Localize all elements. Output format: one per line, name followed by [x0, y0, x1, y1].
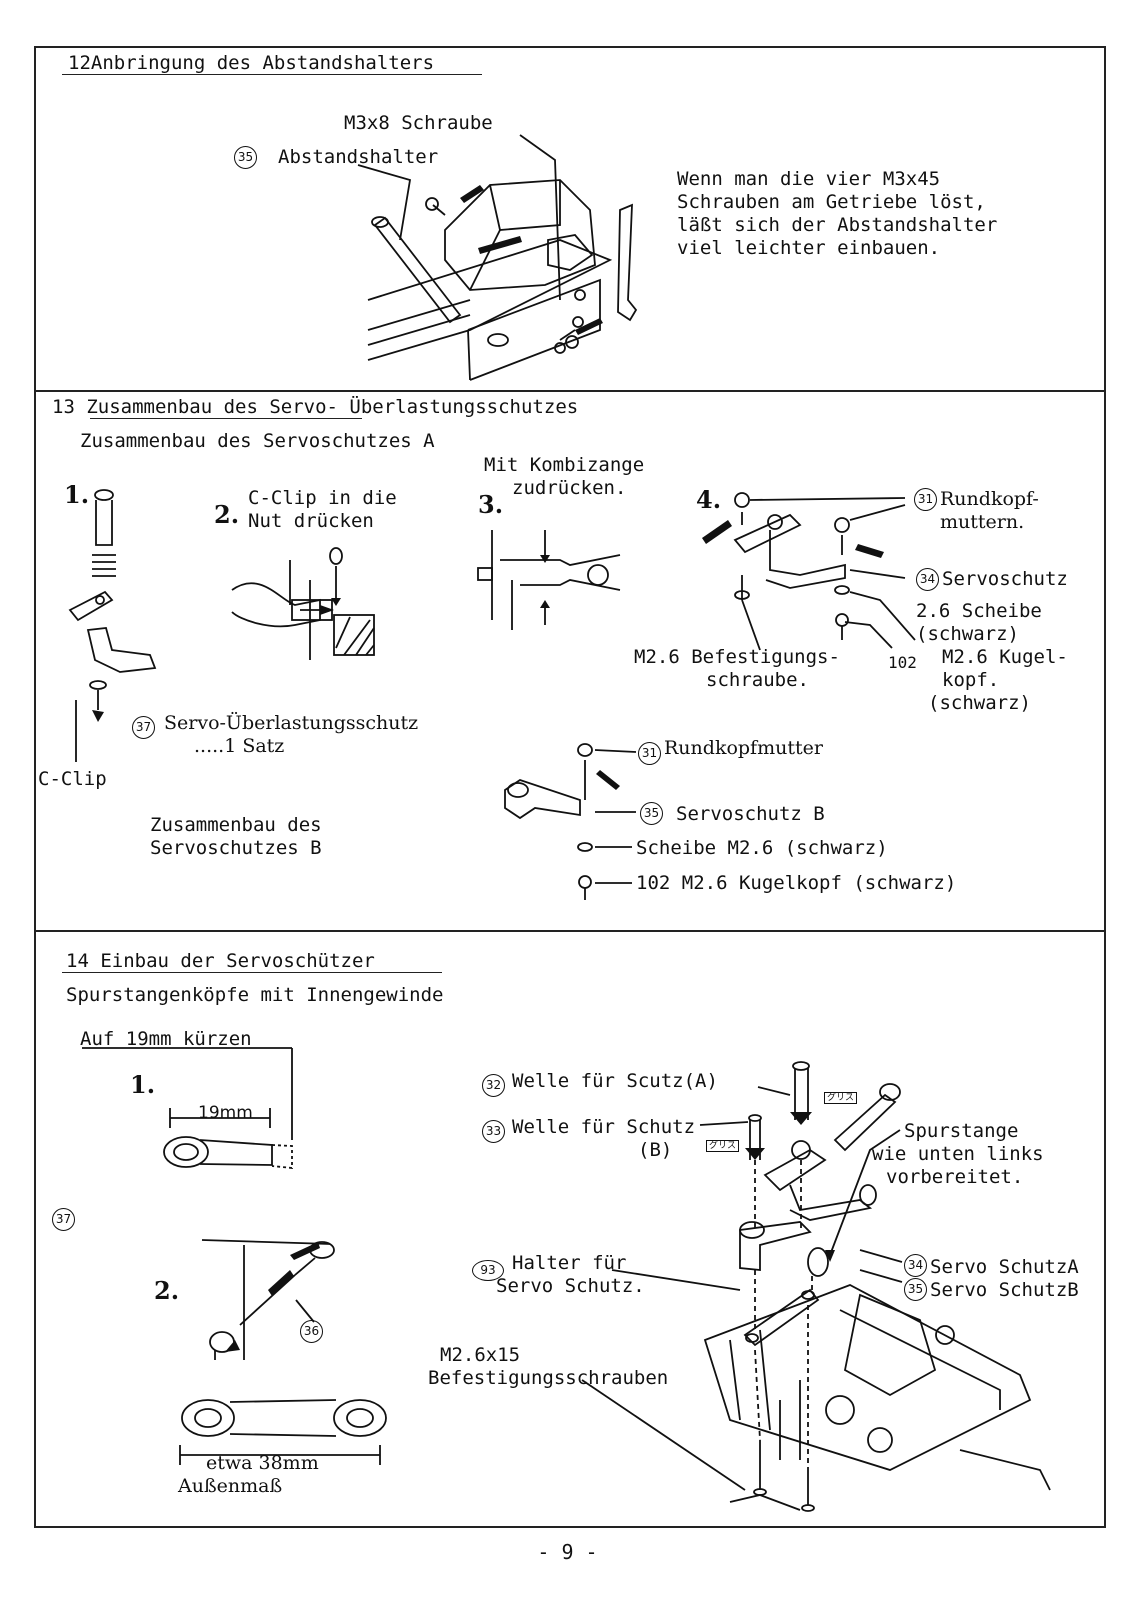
- s12-note-line: läßt sich der Abstandshalter: [677, 214, 998, 236]
- s14-tierod-label: wie unten links: [872, 1143, 1044, 1165]
- s14-shaft-a-number: 32: [482, 1074, 505, 1097]
- s13-nut-number: 31: [914, 488, 937, 511]
- s14-step-2: 2.: [154, 1276, 180, 1305]
- s13-servo-label: Servoschutz: [942, 568, 1068, 590]
- s14-holder-label: Servo Schutz.: [496, 1275, 645, 1297]
- s13-step2-text: Nut drücken: [248, 510, 374, 532]
- s14-shaft-b-number: 33: [482, 1120, 505, 1143]
- s12-note-line: Wenn man die vier M3x45: [677, 168, 941, 190]
- s13-ball-label: (schwarz): [928, 692, 1031, 714]
- s13-b-nut-number: 31: [638, 742, 661, 765]
- s14-shaft-b-label: (B): [638, 1139, 673, 1161]
- divider-12-13: [34, 390, 1106, 392]
- s14-part-37: 37: [52, 1208, 75, 1231]
- s14-part-36: 36: [300, 1320, 323, 1343]
- s13-ball-label: M2.6 Kugel-: [942, 646, 1068, 668]
- s12-spacer-label: Abstandshalter: [278, 146, 439, 168]
- s14-tierod-label: vorbereitet.: [886, 1166, 1024, 1188]
- s13-subtitle-b: Zusammenbau des: [150, 814, 322, 836]
- s14-step-1: 1.: [130, 1070, 156, 1099]
- s14-holder-number: 93: [472, 1260, 504, 1281]
- s13-b-ball-label: 102 M2.6 Kugelkopf (schwarz): [636, 872, 957, 894]
- s13-b-servo-label: Servoschutz B: [676, 803, 825, 825]
- s13-overload-label: Servo-Überlastungsschutz: [164, 712, 419, 734]
- s14-shaft-a-label: Welle für Scutz(A): [512, 1070, 718, 1092]
- s14-holder-label: Halter für: [512, 1252, 627, 1274]
- s14-screws-label: M2.6x15: [440, 1344, 521, 1366]
- s13-subtitle-b: Servoschutzes B: [150, 837, 322, 859]
- s13-screw-label: M2.6 Befestigungs-: [634, 646, 840, 668]
- s13-screw-label: schraube.: [706, 669, 809, 691]
- s13-step2-text: C-Clip in die: [248, 487, 397, 509]
- s14-dim-38: Außenmaß: [178, 1475, 283, 1497]
- s14-dim-38: etwa 38mm: [206, 1452, 319, 1474]
- section-12-title: 12Anbringung des Abstandshalters: [68, 52, 435, 74]
- s13-step3-text: Mit Kombizange: [484, 454, 645, 476]
- divider-13-14: [34, 930, 1106, 932]
- s14-servo-b-number: 35: [904, 1278, 927, 1301]
- section-13-title: 13 Zusammenbau des Servo- Überlastungssc…: [52, 396, 579, 418]
- s12-note-line: Schrauben am Getriebe löst,: [677, 191, 986, 213]
- s13-ball-number: 102: [888, 653, 917, 672]
- s13-nut-label: muttern.: [940, 511, 1025, 533]
- s14-dim-19: 19mm: [198, 1103, 253, 1123]
- s14-cut-label: Auf 19mm kürzen: [80, 1028, 252, 1050]
- s13-step-3: 3.: [478, 490, 504, 519]
- s13-b-washer-label: Scheibe M2.6 (schwarz): [636, 837, 888, 859]
- section-14-underline: [62, 972, 442, 973]
- section-14-title: 14 Einbau der Servoschützer: [66, 950, 375, 972]
- s14-servo-a-label: Servo SchutzA: [930, 1256, 1079, 1278]
- s13-step-4: 4.: [696, 485, 722, 514]
- s14-screws-label: Befestigungsschrauben: [428, 1367, 669, 1389]
- s12-note-line: viel leichter einbauen.: [677, 237, 941, 259]
- s13-overload-label: .....1 Satz: [194, 735, 285, 757]
- section-12-underline: [62, 74, 482, 75]
- s13-b-servo-number: 35: [640, 802, 663, 825]
- s14-servo-a-number: 34: [904, 1254, 927, 1277]
- s13-overload-number: 37: [132, 716, 155, 739]
- s14-subtitle: Spurstangenköpfe mit Innengewinde: [66, 984, 444, 1006]
- s14-servo-b-label: Servo SchutzB: [930, 1279, 1079, 1301]
- s14-grease-tag-b: グリス: [706, 1140, 740, 1152]
- s13-nut-label: Rundkopf-: [940, 488, 1039, 510]
- s14-grease-tag-a: グリス: [824, 1092, 858, 1104]
- section-13-underline: [90, 418, 362, 419]
- s13-servo-number: 34: [916, 568, 939, 591]
- s13-step3-text: zudrücken.: [512, 477, 627, 499]
- s13-ball-label: kopf.: [942, 669, 1000, 691]
- s13-step-2: 2.: [214, 500, 240, 529]
- page-frame: [34, 46, 1106, 1528]
- s12-screw-label: M3x8 Schraube: [344, 112, 493, 134]
- s13-washer-label: (schwarz): [916, 623, 1019, 645]
- s13-washer-label: 2.6 Scheibe: [916, 600, 1042, 622]
- s13-step-1: 1.: [64, 480, 90, 509]
- s13-b-nut-label: Rundkopfmutter: [664, 737, 823, 759]
- s14-shaft-b-label: Welle für Schutz: [512, 1116, 696, 1138]
- s13-cclip-label: C-Clip: [38, 768, 107, 790]
- s12-part-number: 35: [234, 146, 257, 169]
- s13-subtitle-a: Zusammenbau des Servoschutzes A: [80, 430, 435, 452]
- page-number: - 9 -: [537, 1540, 598, 1564]
- s14-tierod-label: Spurstange: [904, 1120, 1019, 1142]
